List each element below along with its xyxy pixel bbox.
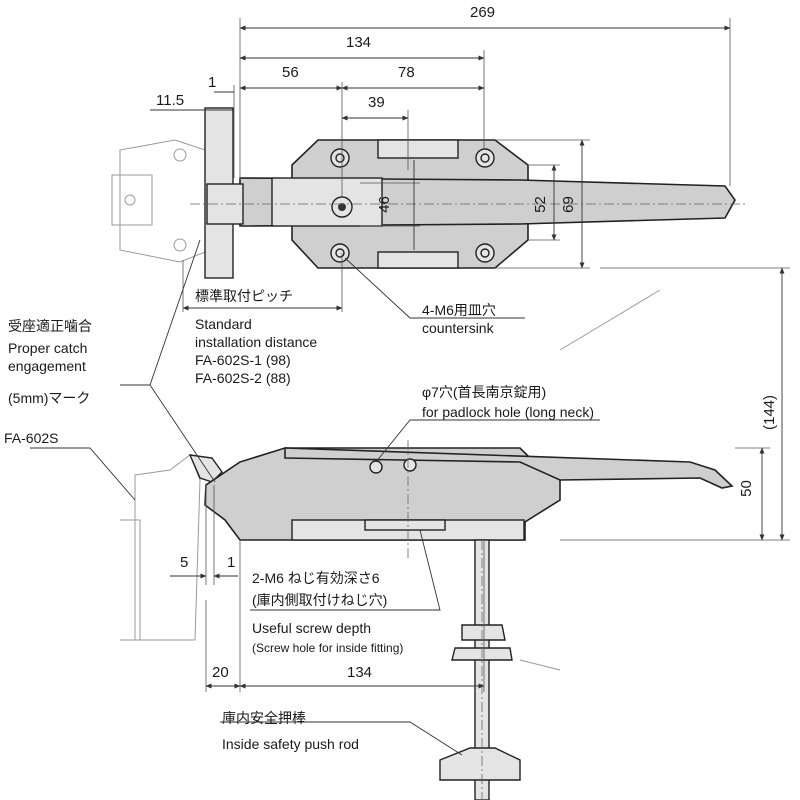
top-view bbox=[111, 107, 745, 279]
screw-label-en-1: Useful screw depth bbox=[252, 620, 372, 636]
dim-78: 78 bbox=[398, 64, 415, 81]
top-dimension-lines bbox=[150, 18, 731, 312]
screw-label-jp-1: 2-M6 ねじ有効深さ6 bbox=[252, 570, 380, 586]
side-body bbox=[204, 440, 734, 560]
pushrod-label-jp: 庫内安全押棒 bbox=[222, 710, 306, 726]
pitch-label-jp: 標準取付ピッチ bbox=[195, 288, 293, 304]
dim-269: 269 bbox=[470, 4, 496, 21]
countersink-label-jp: 4-M6用皿穴 bbox=[422, 302, 496, 318]
side-dimension-lines bbox=[170, 267, 790, 692]
side-view bbox=[120, 289, 734, 800]
padlock-label-jp: φ7穴(首長南京錠用) bbox=[422, 384, 547, 400]
dim-39: 39 bbox=[368, 94, 385, 111]
dim-46: 46 bbox=[375, 196, 393, 213]
catch-label-jp: 受座適正噛合 bbox=[8, 318, 92, 334]
pitch-model-2: FA-602S-2 (88) bbox=[195, 370, 291, 386]
dim-69: 69 bbox=[559, 196, 577, 213]
model-label: FA-602S bbox=[4, 430, 59, 446]
catch-label-en-1: Proper catch bbox=[8, 340, 88, 356]
catch-label-en-2: engagement bbox=[8, 358, 86, 374]
pushrod-label-en: Inside safety push rod bbox=[222, 736, 359, 752]
countersink-label-en: countersink bbox=[422, 320, 494, 336]
side-catch-ghost bbox=[120, 454, 223, 641]
top-handle bbox=[206, 177, 736, 227]
side-push-rod bbox=[439, 539, 521, 800]
dim-56: 56 bbox=[282, 64, 299, 81]
dim-50: 50 bbox=[737, 480, 755, 497]
dim-11-5: 11.5 bbox=[156, 92, 185, 109]
dim-1-bottom: 1 bbox=[227, 554, 236, 571]
pitch-label-en-2: installation distance bbox=[195, 334, 318, 350]
dim-20: 20 bbox=[212, 664, 229, 681]
padlock-label-en: for padlock hole (long neck) bbox=[422, 404, 594, 420]
dim-144: (144) bbox=[761, 394, 779, 431]
dim-134-bottom: 134 bbox=[347, 664, 373, 681]
dim-52: 52 bbox=[531, 196, 549, 213]
catch-mark-label: (5mm)マーク bbox=[8, 390, 91, 406]
pitch-label-en-1: Standard bbox=[195, 316, 252, 332]
screw-label-jp-2: (庫内側取付けねじ穴) bbox=[252, 592, 388, 608]
dim-1-top: 1 bbox=[208, 74, 217, 91]
leader-lines bbox=[30, 239, 600, 756]
pitch-model-1: FA-602S-1 (98) bbox=[195, 352, 291, 368]
dim-134-top: 134 bbox=[346, 34, 372, 51]
dim-5: 5 bbox=[180, 554, 189, 571]
screw-label-en-2: (Screw hole for inside fitting) bbox=[252, 641, 404, 655]
